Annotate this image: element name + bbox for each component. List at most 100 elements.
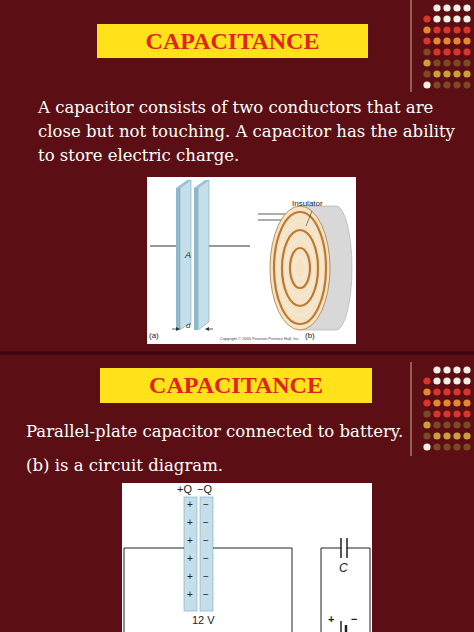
decor-dot — [423, 26, 430, 33]
battery-symbol — [340, 621, 342, 632]
decor-dot — [423, 70, 430, 77]
capacitor-plate — [200, 497, 213, 611]
figure-panel — [147, 177, 356, 344]
decor-dot — [453, 59, 460, 66]
decor-dot — [463, 432, 470, 439]
decor-dot — [443, 421, 450, 428]
winding-ring — [274, 212, 326, 324]
decor-dot — [453, 399, 460, 406]
decor-dot — [423, 37, 430, 44]
charge-sign: + — [187, 571, 193, 583]
roll-face — [270, 206, 330, 330]
wire — [205, 246, 250, 247]
winding-ring — [290, 248, 310, 288]
decor-dot — [443, 70, 450, 77]
decor-dot — [433, 4, 440, 11]
slide-body-text: Parallel-plate capacitor connected to ba… — [26, 422, 403, 442]
decor-dot — [433, 443, 440, 450]
figure-letter: (b) — [305, 331, 315, 341]
decor-dot — [463, 388, 470, 395]
copyright-note: Copyright © 2005 Pearson Prentice Hall, … — [220, 337, 300, 342]
decor-dot — [443, 26, 450, 33]
slide-body-text: (b) is a circuit diagram. — [26, 456, 223, 476]
decor-dot — [443, 443, 450, 450]
decor-dot — [433, 48, 440, 55]
roll-winding — [274, 212, 326, 324]
wire — [150, 246, 178, 247]
accent-line — [411, 362, 412, 456]
decor-dot — [443, 432, 450, 439]
capacitor-plate — [198, 180, 209, 330]
decor-dot — [433, 26, 440, 33]
banner-title: CAPACITANCE — [149, 372, 323, 399]
plate-area-label: A — [185, 250, 191, 261]
charge-sign: + — [187, 589, 193, 601]
decor-dot — [433, 81, 440, 88]
decor-dot — [423, 48, 430, 55]
decor-dot — [443, 81, 450, 88]
title-banner: CAPACITANCE — [100, 368, 372, 403]
decor-dot — [453, 81, 460, 88]
terminal-sign: + — [328, 613, 334, 626]
decor-dot — [453, 388, 460, 395]
decor-dot — [453, 366, 460, 373]
decor-dot — [453, 48, 460, 55]
decor-dot — [423, 15, 430, 22]
decor-dot — [433, 37, 440, 44]
decor-dot — [433, 399, 440, 406]
capacitor-plate — [184, 497, 197, 611]
decor-dot — [443, 37, 450, 44]
decor-dot — [453, 377, 460, 384]
decor-dot — [433, 59, 440, 66]
decor-dot — [443, 399, 450, 406]
decor-dot — [463, 26, 470, 33]
decor-dot — [463, 410, 470, 417]
decor-dot — [463, 70, 470, 77]
wire — [124, 548, 184, 632]
decor-dot — [443, 377, 450, 384]
charge-sign: − — [203, 553, 209, 565]
decor-dot — [453, 432, 460, 439]
dot-grid — [423, 366, 470, 450]
wire — [321, 548, 341, 632]
charge-sign: + — [187, 535, 193, 547]
winding-ring — [294, 257, 306, 279]
decor-dot — [463, 4, 470, 11]
decor-dot — [423, 59, 430, 66]
decor-dot — [463, 443, 470, 450]
dot-grid — [423, 4, 470, 88]
decor-dot — [423, 388, 430, 395]
decor-dot — [453, 421, 460, 428]
decor-dot — [423, 443, 430, 450]
decor-dot — [443, 4, 450, 11]
leader-line — [306, 211, 312, 226]
winding-ring — [282, 230, 318, 306]
winding-ring — [278, 221, 322, 315]
charge-label: +Q — [177, 483, 192, 496]
figure-panel — [122, 483, 372, 632]
part-label: Insulator — [292, 199, 323, 209]
decor-dot — [463, 59, 470, 66]
decor-dot — [463, 421, 470, 428]
charge-sign: − — [203, 589, 209, 601]
slide-body-text: A capacitor consists of two conductors t… — [38, 96, 460, 168]
charge-sign: − — [203, 571, 209, 583]
decor-dot — [463, 37, 470, 44]
decor-dot — [433, 15, 440, 22]
decor-dot — [453, 4, 460, 11]
decor-dot — [423, 421, 430, 428]
separation-label: d — [186, 321, 190, 331]
banner-title: CAPACITANCE — [146, 28, 320, 55]
decor-dot — [453, 37, 460, 44]
accent-line — [411, 0, 412, 92]
decor-dot — [463, 48, 470, 55]
charge-sign: + — [187, 553, 193, 565]
charge-sign: − — [203, 517, 209, 529]
decor-dot — [433, 366, 440, 373]
capacitor-symbol — [346, 538, 348, 558]
terminal-sign: − — [351, 613, 357, 626]
slide-divider — [0, 352, 474, 355]
decor-dot — [463, 81, 470, 88]
